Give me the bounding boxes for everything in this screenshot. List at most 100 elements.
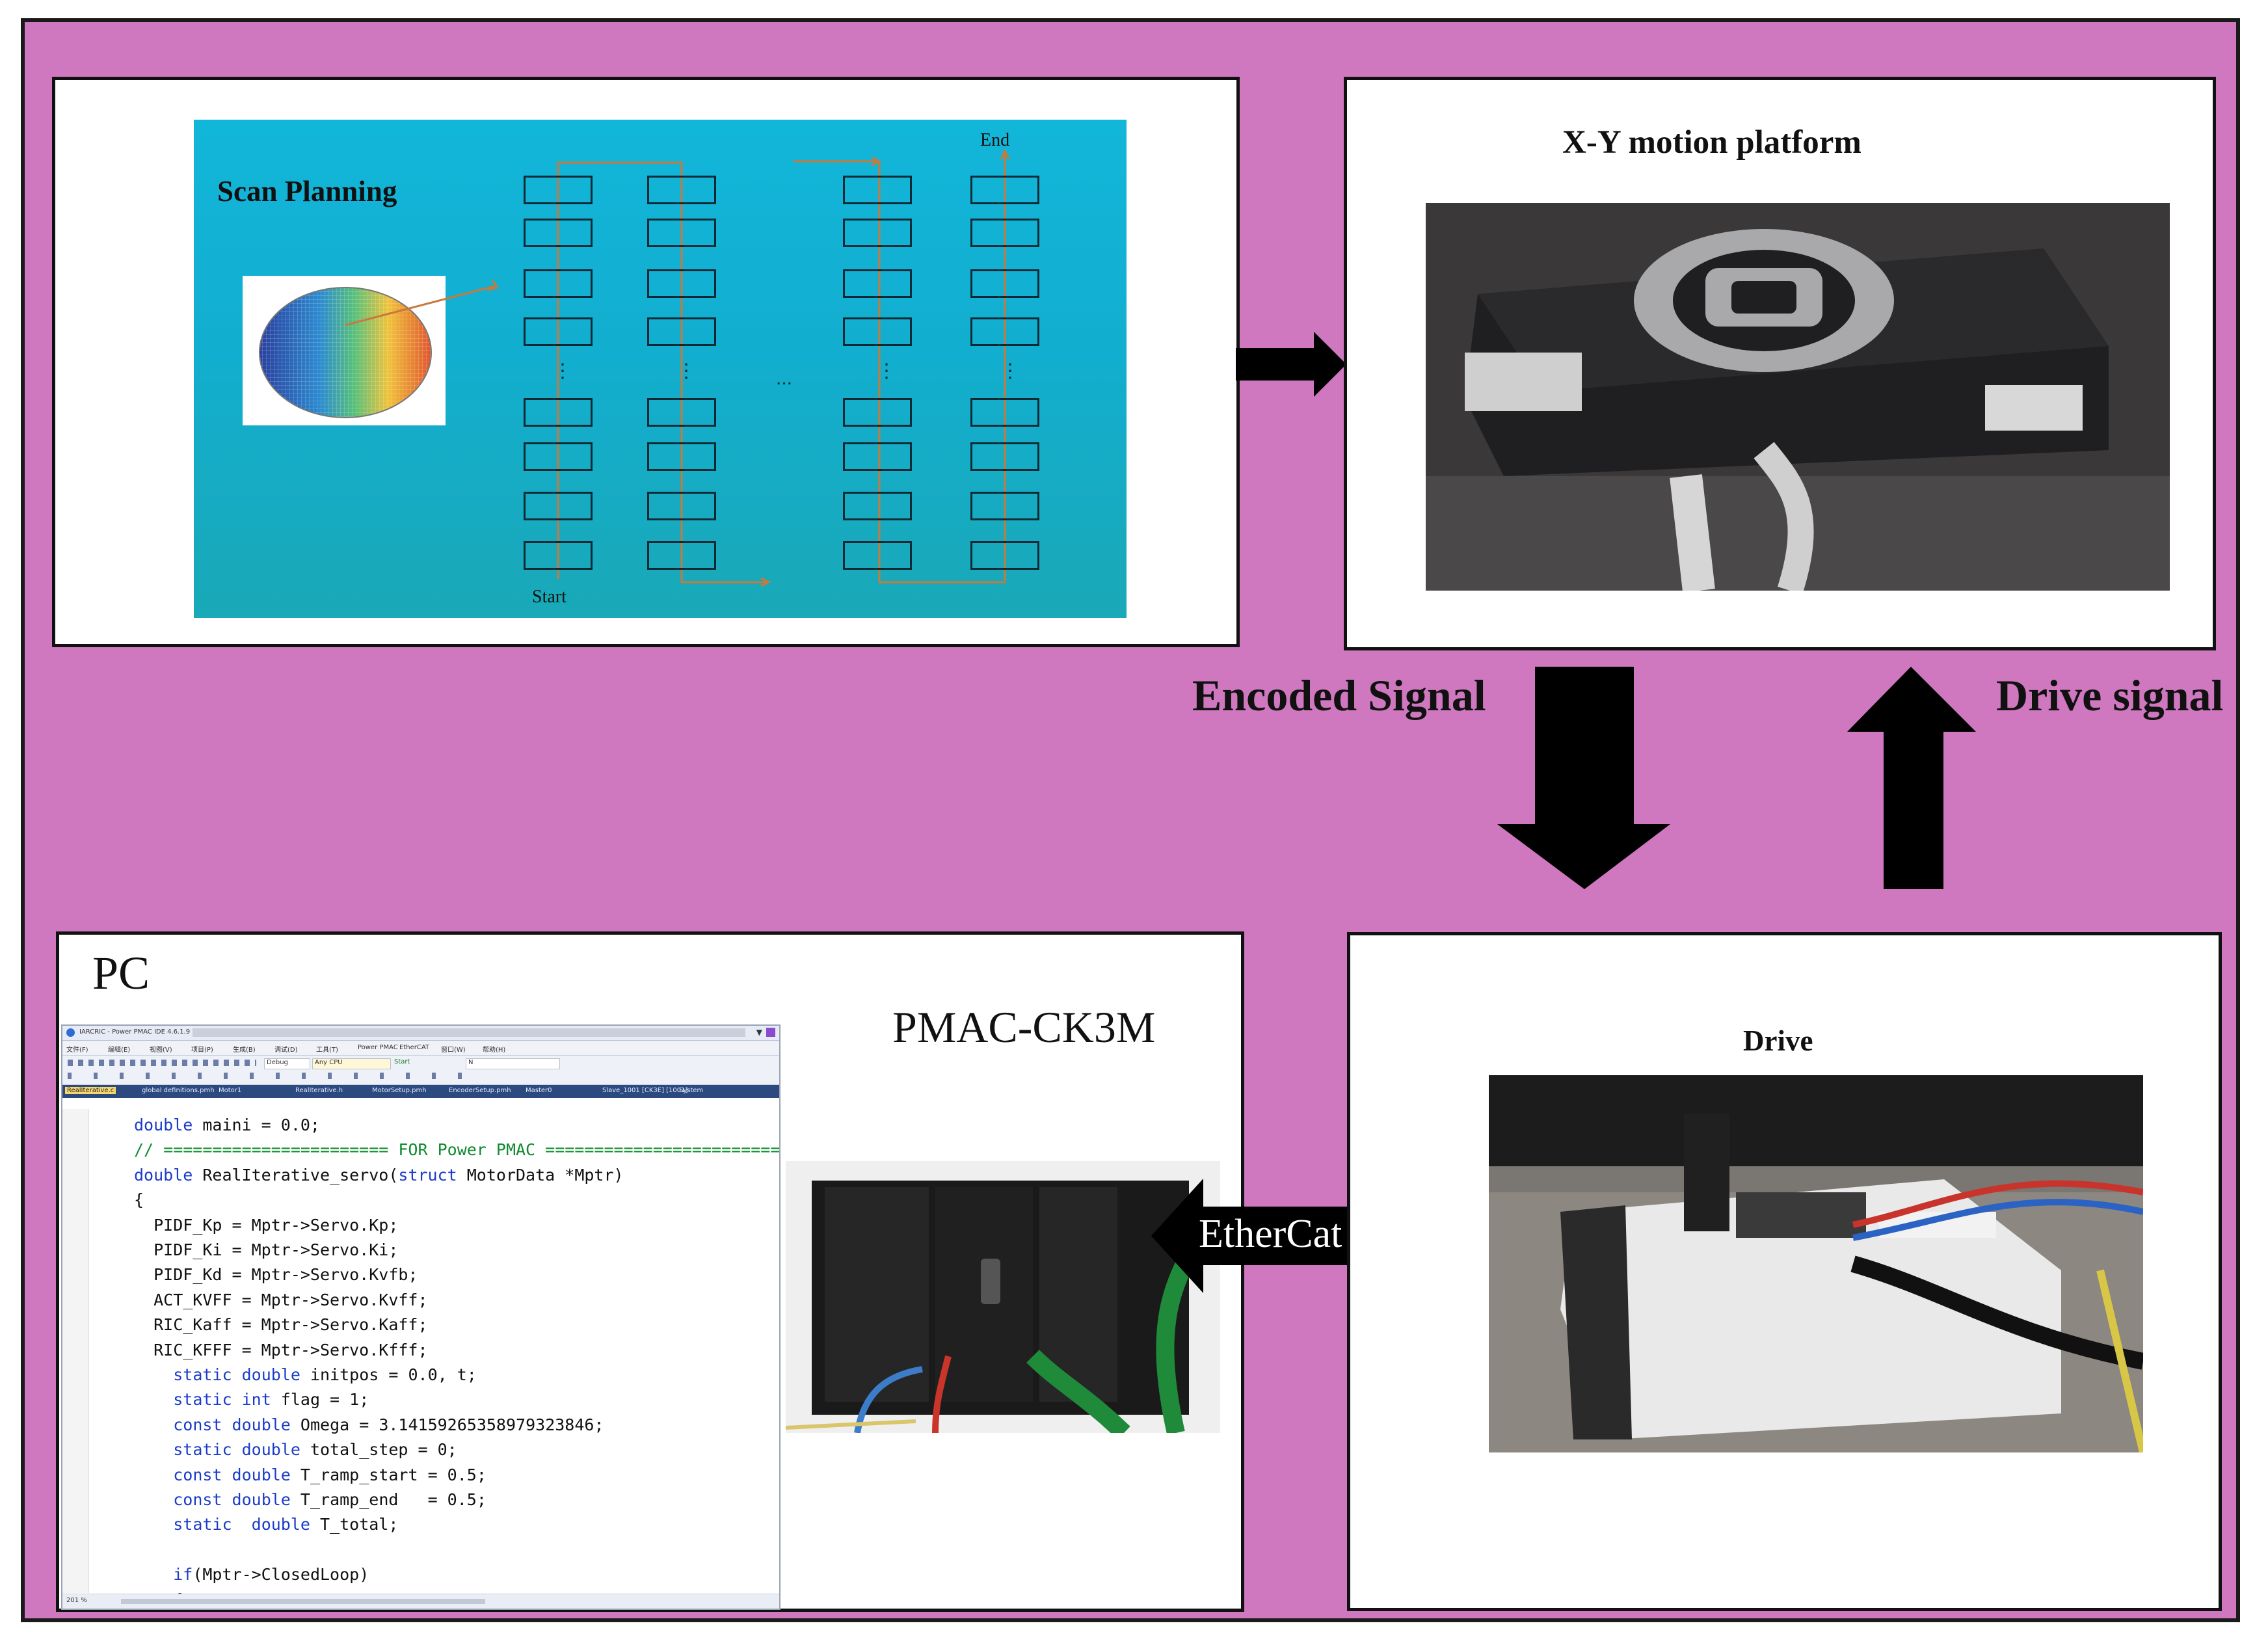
code-line: const double T_ramp_start = 0.5; <box>173 1465 487 1484</box>
ellipsis-col2: ⋮ <box>676 360 696 382</box>
ide-logo-icon <box>66 1028 75 1037</box>
ide-filter-icon[interactable]: ▼ <box>756 1028 762 1037</box>
drive-title: Drive <box>1743 1024 1813 1057</box>
horizontal-scrollbar[interactable] <box>121 1599 485 1604</box>
ide-menu-item[interactable]: 编辑(E) <box>108 1047 131 1054</box>
scan-cell <box>843 176 912 204</box>
ide-title-bar: IARCRIC - Power PMAC IDE 4.6.1.9 ▼ <box>62 1026 779 1041</box>
ethercat-arrow <box>1151 1179 1404 1293</box>
ellipsis-middle: ... <box>776 368 793 389</box>
tab[interactable]: Motor1 <box>219 1087 242 1094</box>
tab[interactable]: global definitions.pmh <box>142 1087 215 1094</box>
code-line: PIDF_Kp = Mptr->Servo.Kp; <box>134 1215 399 1235</box>
scan-planning-title: Scan Planning <box>217 175 397 207</box>
scan-cell <box>970 541 1039 570</box>
platform-photo <box>1426 203 2170 591</box>
tab-active[interactable]: RealIterative.c <box>65 1087 116 1094</box>
ide-menu-item[interactable]: 视图(V) <box>150 1047 172 1054</box>
ide-menu-item[interactable]: EtherCAT <box>399 1044 429 1051</box>
code-line: const double T_ramp_end = 0.5; <box>173 1490 487 1509</box>
ide-flag-icon[interactable] <box>766 1028 775 1037</box>
scan-cell <box>970 492 1039 520</box>
code-line: // ======================= FOR Power PMA… <box>134 1140 780 1160</box>
code-line: { <box>134 1190 144 1210</box>
encoded-signal-label: Encoded Signal <box>1192 671 1486 720</box>
tab[interactable]: MotorSetup.pmh <box>372 1087 427 1094</box>
code-editor[interactable]: double maini = 0.0; // ==================… <box>62 1109 780 1609</box>
encoded-signal-arrow <box>1497 667 1670 889</box>
ellipsis-col3: ⋮ <box>877 360 896 382</box>
tab[interactable]: RealIterative.h <box>295 1087 343 1094</box>
scan-cell <box>524 219 593 247</box>
scan-cell <box>524 317 593 346</box>
scan-cell <box>843 398 912 427</box>
tab[interactable]: EncoderSetup.pmh <box>449 1087 511 1094</box>
scan-cell <box>970 269 1039 298</box>
scan-cell <box>970 442 1039 471</box>
ide-quick-search[interactable] <box>193 1028 745 1037</box>
toolbar-search-input[interactable]: N <box>466 1058 560 1069</box>
platform-select[interactable]: Any CPU <box>312 1058 391 1069</box>
scan-cell <box>843 541 912 570</box>
scan-cell <box>970 176 1039 204</box>
code-line: double maini = 0.0; <box>134 1116 320 1134</box>
code-line: PIDF_Kd = Mptr->Servo.Kvfb; <box>134 1265 418 1285</box>
drive-photo <box>1489 1075 2143 1452</box>
toolbar-icons-row2[interactable] <box>68 1073 471 1079</box>
scan-cell <box>843 442 912 471</box>
scan-cell <box>843 219 912 247</box>
code-line: PIDF_Ki = Mptr->Servo.Ki; <box>134 1240 399 1259</box>
code-line: RIC_KFFF = Mptr->Servo.Kfff; <box>134 1340 428 1359</box>
scan-cell <box>843 492 912 520</box>
code-line: static double initpos = 0.0, t; <box>173 1365 477 1384</box>
ide-menu-item[interactable]: 帮助(H) <box>483 1047 506 1054</box>
tab[interactable]: Slave_1001 [CK3E] [1001] <box>602 1087 688 1094</box>
scan-cell <box>970 398 1039 427</box>
scan-cell <box>647 541 716 570</box>
ethercat-label: EtherCat <box>1199 1212 1342 1256</box>
scan-path <box>344 148 1010 587</box>
scan-cell <box>524 398 593 427</box>
code-line: if(Mptr->ClosedLoop) <box>173 1565 369 1585</box>
scan-cell <box>970 317 1039 346</box>
code-line: double RealIterative_servo(struct MotorD… <box>134 1165 624 1184</box>
scan-cell <box>647 176 716 204</box>
config-select[interactable]: Debug <box>264 1058 310 1069</box>
ide-menu-item[interactable]: 生成(B) <box>233 1047 256 1054</box>
start-button[interactable]: Start <box>394 1058 410 1065</box>
platform-title: X-Y motion platform <box>1562 124 1861 161</box>
ide-menu-item[interactable]: 窗口(W) <box>441 1047 466 1054</box>
ide-toolbar: Debug Any CPU Start N <box>62 1056 779 1085</box>
ide-menu-item[interactable]: 工具(T) <box>316 1047 338 1054</box>
scan-cell <box>524 442 593 471</box>
scan-cell <box>647 442 716 471</box>
code-line: ACT_KVFF = Mptr->Servo.Kvff; <box>134 1290 428 1309</box>
scan-cell <box>647 398 716 427</box>
scan-cell <box>524 492 593 520</box>
scan-cell <box>647 269 716 298</box>
ide-window-title: IARCRIC - Power PMAC IDE 4.6.1.9 <box>79 1028 191 1036</box>
scan-cell <box>647 492 716 520</box>
ide-status-bar: 201 % <box>62 1594 779 1609</box>
code-line: static double T_total; <box>173 1515 399 1534</box>
tab[interactable]: Master0 <box>526 1087 552 1094</box>
pmac-ck3m-label: PMAC-CK3M <box>892 1002 1156 1052</box>
ide-menu-item[interactable]: 调试(D) <box>274 1047 298 1054</box>
ide-menu-item[interactable]: 文件(F) <box>66 1047 88 1054</box>
ide-menu-item[interactable]: Power PMAC <box>358 1044 398 1051</box>
code-line: static double total_step = 0; <box>173 1440 457 1460</box>
ide-menu-item[interactable]: 项目(P) <box>191 1047 213 1054</box>
ide-menu-bar: 文件(F) 编辑(E) 视图(V) 项目(P) 生成(B) 调试(D) 工具(T) Power… <box>62 1041 779 1056</box>
zoom-level[interactable]: 201 % <box>66 1597 87 1604</box>
tab[interactable]: System <box>679 1087 704 1094</box>
scan-end-label: End <box>980 130 1010 150</box>
wafer-image <box>243 276 446 425</box>
toolbar-icons-row1[interactable] <box>68 1060 256 1066</box>
pc-title: PC <box>92 947 150 999</box>
ellipsis-col1: ⋮ <box>553 360 572 382</box>
code-gutter <box>62 1109 89 1593</box>
scan-cell <box>647 317 716 346</box>
drive-signal-arrow <box>1847 667 1976 889</box>
scan-cell <box>843 269 912 298</box>
scan-cell <box>970 219 1039 247</box>
